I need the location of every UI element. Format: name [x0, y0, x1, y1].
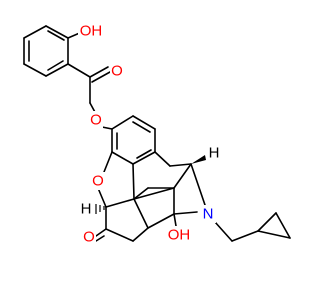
- atom-oh-top: OH: [80, 23, 103, 40]
- salicyl-benzene-ring: [23, 25, 69, 77]
- ketone-double-bond: [95, 228, 107, 242]
- atom-h-right: H: [209, 145, 220, 162]
- hashed-bond-h-left: [95, 204, 105, 214]
- carbon-skeleton: [105, 151, 206, 242]
- furan-bridge: [97, 151, 135, 208]
- atom-o-ester: O: [90, 112, 102, 129]
- wedge-bond-h-right: [191, 155, 206, 164]
- bond-c14-oh: [173, 213, 177, 227]
- atom-h-left: H: [81, 201, 92, 218]
- cyclopropylmethyl: [214, 212, 291, 242]
- atom-n: N: [203, 206, 214, 223]
- atom-oh-bridge: OH: [168, 227, 191, 244]
- atom-o-ketone: O: [83, 229, 95, 246]
- atom-o-carbonyl: O: [111, 63, 123, 80]
- atom-o-ring: O: [92, 173, 104, 190]
- morphinan-aromatic-ring: [111, 115, 156, 165]
- molecule-structure: OH O O O O OH N H H: [23, 22, 291, 246]
